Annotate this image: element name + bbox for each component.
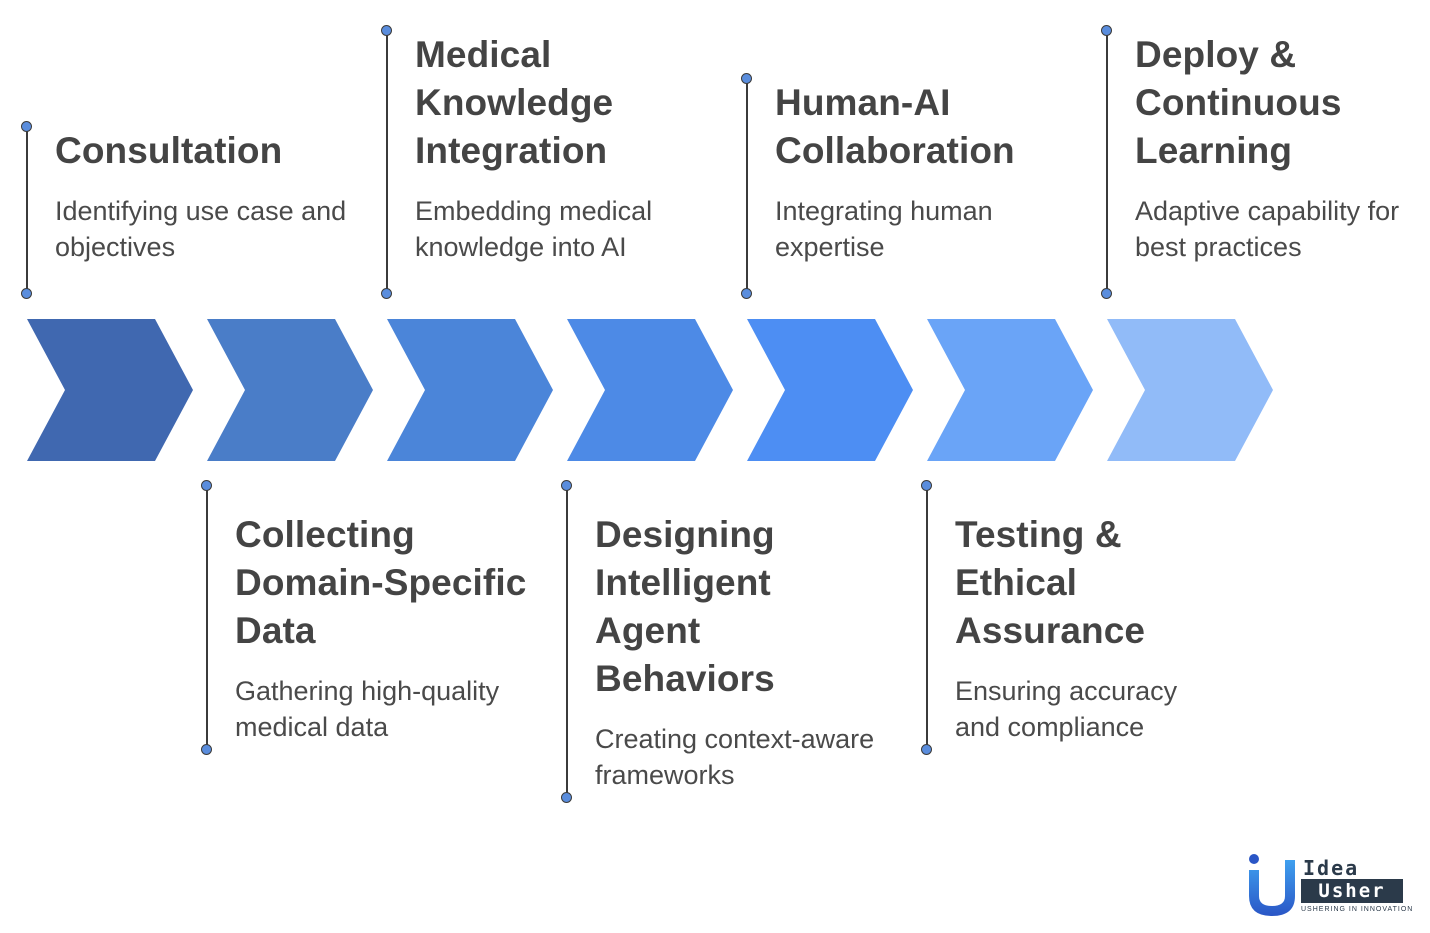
chevron-1 bbox=[27, 319, 193, 461]
connector-dot-bottom bbox=[381, 288, 392, 299]
connector-dot-bottom bbox=[1101, 288, 1112, 299]
logo-tagline: USHERING IN INNOVATION bbox=[1301, 906, 1414, 913]
connector-line bbox=[746, 79, 748, 294]
step-title: Testing & Ethical Assurance bbox=[955, 514, 1146, 651]
chevron-3 bbox=[387, 319, 553, 461]
chevron-7 bbox=[1107, 319, 1273, 461]
connector-dot-bottom bbox=[561, 792, 572, 803]
connector-line bbox=[206, 486, 208, 750]
chevron-2 bbox=[207, 319, 373, 461]
connector-line bbox=[926, 486, 928, 750]
step-title: Collecting Domain-Specific Data bbox=[235, 514, 527, 651]
connector-dot-bottom bbox=[921, 744, 932, 755]
connector-dot-bottom bbox=[21, 288, 32, 299]
chevron-6 bbox=[927, 319, 1093, 461]
step-description: Creating context-aware frameworks bbox=[595, 724, 875, 790]
step-description: Ensuring accuracy and compliance bbox=[955, 676, 1178, 742]
connector-dot-top bbox=[561, 480, 572, 491]
step-title: Consultation bbox=[55, 130, 283, 171]
step-title: Human-AI Collaboration bbox=[775, 82, 1015, 171]
connector-dot-top bbox=[201, 480, 212, 491]
connector-line bbox=[26, 127, 28, 294]
chevron-5 bbox=[747, 319, 913, 461]
connector-dot-top bbox=[741, 73, 752, 84]
step-description: Embedding medical knowledge into AI bbox=[415, 196, 653, 262]
connector-dot-top bbox=[921, 480, 932, 491]
step-description: Adaptive capability for best practices bbox=[1135, 196, 1400, 262]
step-description: Integrating human expertise bbox=[775, 196, 993, 262]
step-title: Designing Intelligent Agent Behaviors bbox=[595, 514, 775, 699]
chevron-4 bbox=[567, 319, 733, 461]
logo-u-icon bbox=[1249, 854, 1295, 916]
connector-dot-top bbox=[381, 25, 392, 36]
logo-word-idea: Idea bbox=[1303, 856, 1360, 880]
ideausher-logo: Idea Usher USHERING IN INNOVATION bbox=[1245, 850, 1414, 920]
connector-dot-top bbox=[21, 121, 32, 132]
connector-dot-top bbox=[1101, 25, 1112, 36]
logo-word-usher: Usher bbox=[1301, 879, 1403, 903]
step-description: Identifying use case and objectives bbox=[55, 196, 347, 262]
connector-line bbox=[566, 486, 568, 798]
connector-dot-bottom bbox=[741, 288, 752, 299]
connector-line bbox=[1106, 31, 1108, 294]
connector-dot-bottom bbox=[201, 744, 212, 755]
step-title: Medical Knowledge Integration bbox=[415, 34, 614, 171]
connector-line bbox=[386, 31, 388, 294]
step-description: Gathering high-quality medical data bbox=[235, 676, 500, 742]
step-title: Deploy & Continuous Learning bbox=[1135, 34, 1342, 171]
